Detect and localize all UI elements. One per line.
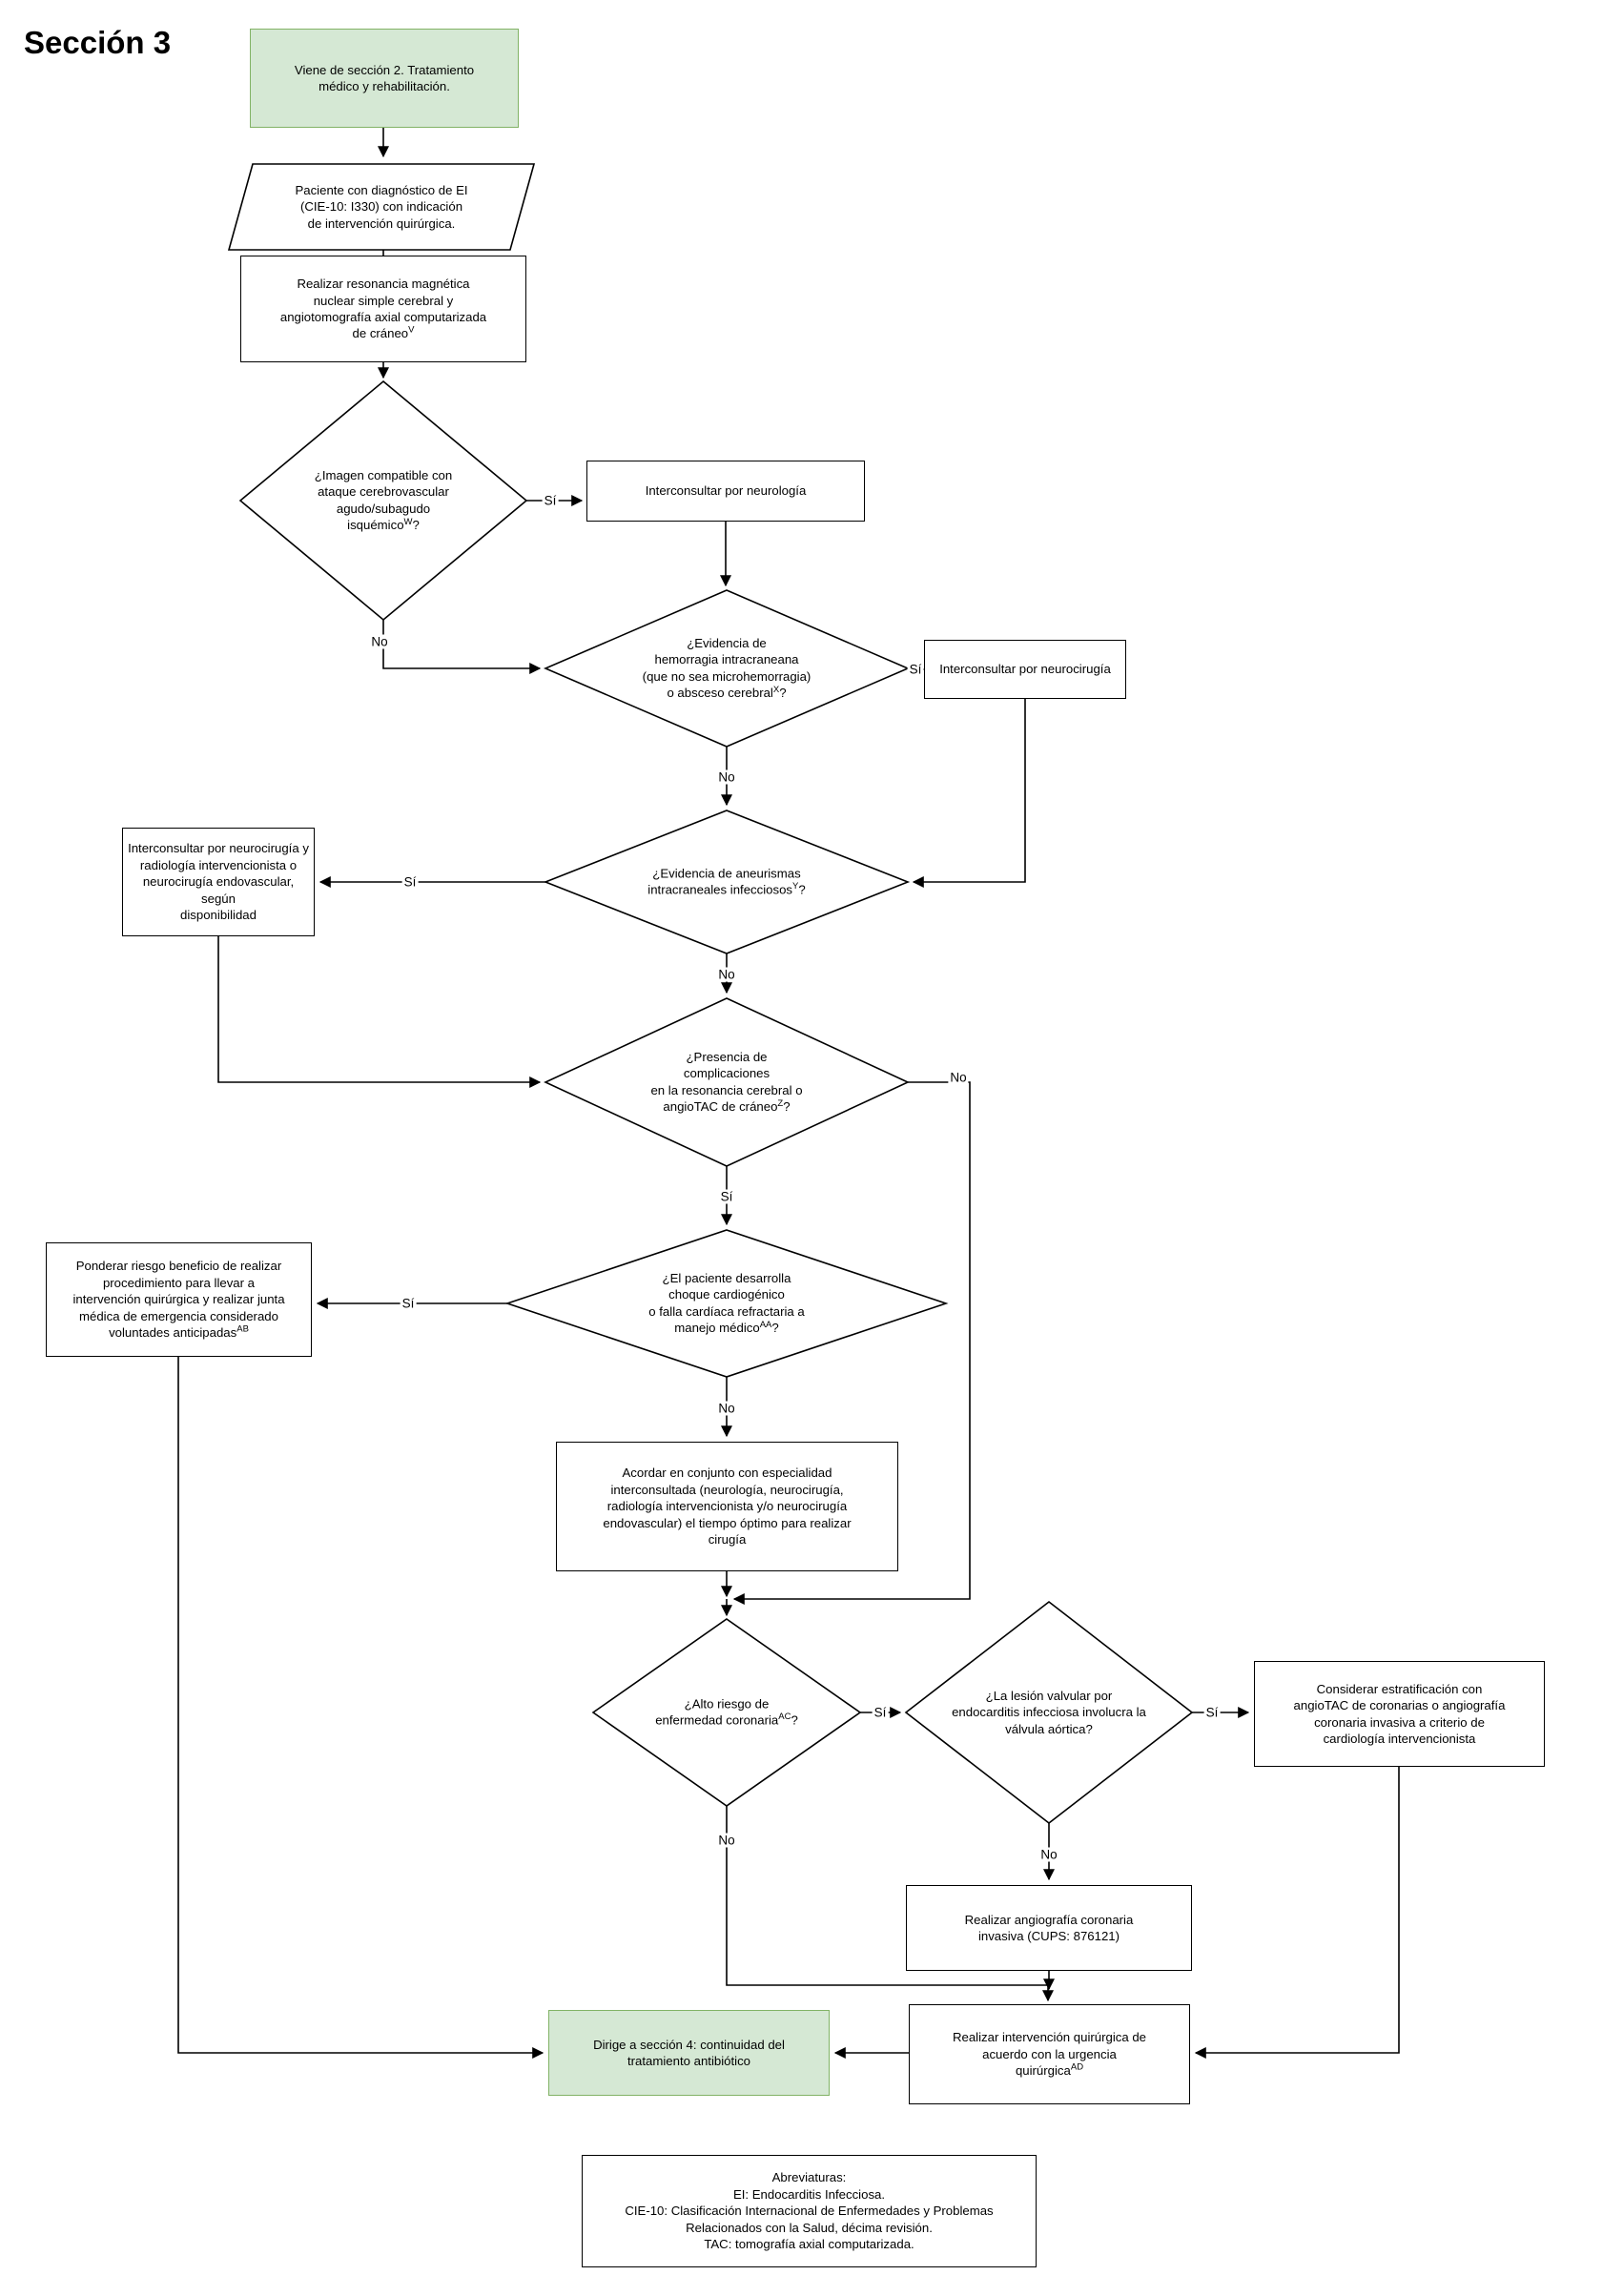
edge-label-stroke-no: No: [369, 634, 390, 649]
diamond-coronary-text: ¿Alto riesgo de enfermedad coronariaAC?: [655, 1696, 798, 1728]
edge-label-hemorrhage-si: Sí: [907, 662, 924, 677]
edge-label-complications-no: No: [948, 1070, 969, 1085]
diamond-complications: [544, 997, 910, 1167]
node-from-section2: Viene de sección 2. Tratamiento médico y…: [250, 29, 519, 128]
node-neurology: Interconsultar por neurología: [586, 461, 865, 522]
diamond-aneurysm-text: ¿Evidencia de aneurismas intracraneales …: [647, 866, 806, 897]
node-neurosurgery: Interconsultar por neurocirugía: [924, 640, 1126, 699]
edge-complications-no-bypass: [732, 1081, 971, 1605]
abbreviation-line: TAC: tomografía axial computarizada.: [704, 2237, 914, 2252]
edge-stroke-no-hemorrhage: [382, 620, 542, 674]
parallelogram-patient: [227, 163, 536, 251]
node-risk-benefit: Ponderar riesgo beneficio de realizar pr…: [46, 1242, 312, 1357]
abbreviations-box: Abreviaturas: EI: Endocarditis Infeccios…: [582, 2155, 1037, 2267]
diamond-hemorrhage-text: ¿Evidencia de hemorragia intracraneana (…: [642, 636, 812, 701]
edge-label-complications-si: Sí: [718, 1189, 735, 1204]
diamond-complications-text: ¿Presencia de complicaciones en la reson…: [650, 1050, 803, 1115]
abbreviation-line: CIE-10: Clasificación Internacional de E…: [625, 2204, 994, 2219]
edge-label-aortic-no: No: [1038, 1847, 1059, 1862]
edge-coronary-no-surgery: [726, 1806, 1054, 2002]
diamond-aortic-text: ¿La lesión valvular por endocarditis inf…: [952, 1688, 1146, 1736]
node-angiography: Realizar angiografía coronaria invasiva …: [906, 1885, 1192, 1971]
node-to-section4: Dirige a sección 4: continuidad del trat…: [548, 2010, 830, 2096]
diamond-stroke: [238, 379, 528, 622]
abbreviation-line: EI: Endocarditis Infecciosa.: [732, 2186, 886, 2202]
edge-neurosurgery-to-aneurysm: [912, 699, 1026, 888]
edge-label-aneurysm-no: No: [716, 967, 737, 982]
node-surgery: Realizar intervención quirúrgica de acue…: [909, 2004, 1190, 2104]
node-neurosurgery-radiology: Interconsultar por neurocirugía y radiol…: [122, 828, 315, 936]
node-agree-timing: Acordar en conjunto con especialidad int…: [556, 1442, 898, 1571]
diamond-aortic: [904, 1600, 1194, 1825]
edge-label-shock-no: No: [716, 1401, 737, 1416]
node-patient: Paciente con diagnóstico de EI (CIE-10: …: [295, 182, 468, 231]
abbreviation-line: Relacionados con la Salud, décima revisi…: [686, 2220, 933, 2235]
edge-riskbenefit-to-section4: [177, 1357, 544, 2059]
abbreviation-line: Abreviaturas:: [771, 2170, 847, 2185]
edge-label-aortic-si: Sí: [1203, 1705, 1221, 1720]
edge-stratification-to-surgery: [1194, 1767, 1400, 2059]
edge-label-shock-si: Sí: [400, 1296, 417, 1311]
edge-label-coronary-no: No: [716, 1833, 737, 1848]
edge-label-stroke-si: Sí: [542, 493, 559, 508]
diamond-shock-text: ¿El paciente desarrolla choque cardiogén…: [648, 1271, 805, 1336]
edge-label-coronary-si: Sí: [872, 1705, 889, 1720]
page-title: Sección 3: [24, 25, 172, 60]
diamond-coronary: [591, 1618, 862, 1807]
edge-radiology-to-complications: [217, 936, 542, 1088]
diamond-hemorrhage: [543, 589, 911, 748]
diamond-aneurysm: [543, 810, 911, 954]
diamond-shock: [504, 1229, 949, 1378]
edge-label-hemorrhage-no: No: [716, 769, 737, 785]
diamond-stroke-text: ¿Imagen compatible con ataque cerebrovas…: [314, 468, 453, 533]
edge-label-aneurysm-si: Sí: [401, 874, 419, 890]
node-stratification: Considerar estratificación con angioTAC …: [1254, 1661, 1545, 1767]
node-mri: Realizar resonancia magnética nuclear si…: [240, 256, 526, 362]
